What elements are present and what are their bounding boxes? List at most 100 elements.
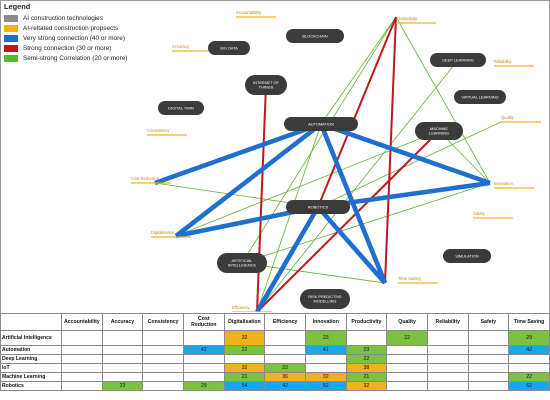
prospect-efficiency: Efficiency (232, 305, 272, 312)
node-pill (430, 53, 486, 67)
legend-label: Very strong connection (40 or more) (23, 34, 125, 42)
connection-robotics-time-saving (316, 205, 387, 285)
prospect-label: Productivity (396, 16, 418, 21)
table-cell (142, 363, 184, 373)
connection-iot-efficiency (256, 84, 267, 312)
legend-item-very-strong: Very strong connection (40 or more) (4, 33, 127, 43)
table-cell (386, 345, 428, 355)
connection-automation-innovation (320, 121, 491, 186)
table-cell: 29 (508, 330, 550, 346)
table-cell: 62 (508, 381, 550, 391)
connection-ai-innovation (241, 182, 491, 264)
col-header: Reliability (426, 313, 469, 331)
table-cell (101, 345, 144, 355)
table-cell: 32 (345, 381, 388, 391)
legend-item-prospects: AI-reltated construction propsects (4, 23, 127, 33)
col-header: Safety (467, 313, 510, 331)
prospect-label: Time Saving (398, 276, 421, 281)
table-cell (182, 363, 225, 373)
connection-productivity-innovation (395, 16, 491, 184)
table-cell (426, 363, 469, 373)
row-header: Deep Learning (0, 354, 62, 364)
prospect-reliability: Reliability (494, 59, 534, 67)
prospect-quality: Quality (501, 115, 541, 123)
table-cell (142, 354, 184, 364)
legend-label: Strong connection (30 or more) (23, 44, 112, 52)
col-header: Digitalisation (223, 313, 266, 331)
tech-node-deep-learning: DEEP LEARNING (430, 53, 486, 67)
tech-node-simulation: SIMULATION (443, 249, 491, 263)
table-cell (467, 345, 510, 355)
legend-item-technologies: AI construction technologies (4, 13, 127, 23)
node-label: MACHINE (430, 126, 448, 131)
col-header: Quality (386, 313, 428, 331)
node-pill (443, 249, 491, 263)
table-cell: 38 (345, 363, 388, 373)
tech-node-blockchain: BLOCKCHAIN (286, 29, 344, 43)
table-cell (264, 354, 306, 364)
table-cell (142, 345, 184, 355)
node-label: BLOCKCHAIN (302, 33, 327, 38)
table-cell (426, 330, 469, 346)
table-cell: 23 (304, 330, 347, 346)
node-pill (300, 289, 350, 309)
node-label: VIRTUAL LEARNING (461, 94, 498, 99)
prospect-digitalisation: Digitalisation (151, 230, 191, 238)
table-cell: 23 (345, 345, 388, 355)
table-cell: 42 (264, 381, 306, 391)
row-header: Machine Learning (0, 372, 62, 382)
legend-swatch (4, 34, 18, 42)
table-cell (61, 354, 103, 364)
prospect-label: Accountability (236, 10, 262, 15)
connection-automation-productivity (320, 16, 397, 125)
node-label: INTERNET OF (253, 80, 279, 85)
connection-ai-productivity (241, 16, 397, 264)
table-cell: 42 (182, 345, 225, 355)
table-cell (101, 363, 144, 373)
table-cell: 41 (304, 345, 347, 355)
table-cell (467, 363, 510, 373)
prospect-label: Accuracy (172, 44, 190, 49)
col-header: Efficiency (264, 313, 306, 331)
table-cell (264, 330, 306, 346)
table-cell (61, 372, 103, 382)
table-cell (386, 372, 428, 382)
table-cell (61, 363, 103, 373)
table-cell: 22 (508, 372, 550, 382)
legend-swatch (4, 44, 18, 52)
table-cell: 42 (508, 345, 550, 355)
prospect-productivity: Productivity (396, 16, 436, 24)
row-header: IoT (0, 363, 62, 373)
col-header: Productivity (345, 313, 388, 331)
table-cell: 21 (223, 372, 266, 382)
tech-node-automation: AUTOMATION (284, 117, 358, 131)
table-cell (182, 354, 225, 364)
col-header: Consistency (142, 313, 184, 331)
table-cell (61, 330, 103, 346)
table-cell (386, 363, 428, 373)
table-cell (304, 354, 347, 364)
connection-automation-efficiency (256, 123, 322, 312)
node-label: SIMULATION (455, 253, 479, 258)
node-pill (284, 117, 358, 131)
prospect-label: Quality (501, 115, 515, 120)
table-cell (467, 372, 510, 382)
connection-robotics-efficiency (255, 205, 320, 312)
prospect-innovation: Innovation (494, 181, 534, 189)
connection-automation-cost-reduction (154, 121, 322, 186)
table-cell (182, 330, 225, 346)
prospect-labels: AccountabilityProductivityAccuracyReliab… (131, 10, 541, 312)
node-pill (454, 90, 506, 104)
node-pill (158, 101, 204, 115)
prospect-safety: Safety (473, 211, 513, 219)
col-header: Time Saving (508, 313, 550, 331)
